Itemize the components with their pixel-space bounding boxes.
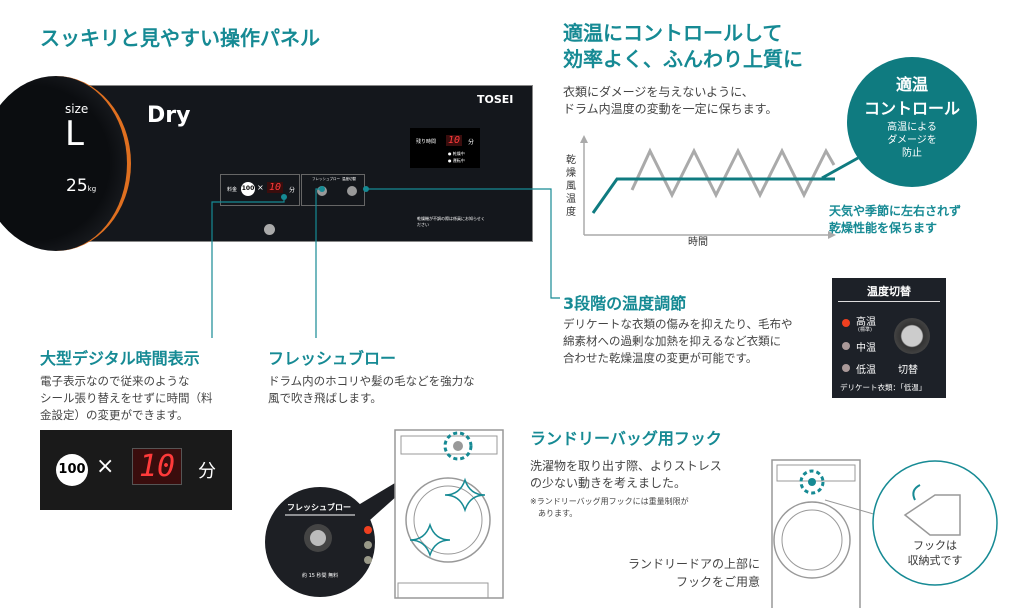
hook-illustration	[771, 459, 998, 608]
minutes-unit: 分	[289, 187, 296, 194]
control-panel: size L 25kg Dry TOSEI 残り時間 10 分 ● 乾燥中 ● …	[0, 76, 533, 251]
minutes-unit: 分	[198, 461, 216, 482]
remaining-unit: 分	[468, 139, 475, 146]
digital-text: 電子表示なので従来のようなシール張り替えをせずに時間（料金設定）の変更ができます…	[40, 374, 213, 422]
digital-minutes: 10	[132, 448, 183, 485]
mid-label: 中温	[856, 343, 876, 354]
digital-heading: 大型デジタル時間表示	[40, 349, 200, 368]
capacity-unit: kg	[87, 185, 97, 193]
mode-label: Dry	[147, 103, 191, 128]
high-label: 高温	[856, 317, 876, 328]
digital-display-image: 100 × 10 分	[40, 430, 232, 510]
temp-text: 衣類にダメージを与えないように、ドラム内温度の変動を一定に保ちます。	[563, 85, 778, 116]
high-led	[842, 319, 850, 327]
section-title-panel: スッキリと見やすい操作パネル	[40, 26, 320, 50]
coin-icon: 100	[56, 454, 88, 486]
low-led	[842, 364, 850, 372]
fresh-heading: フレッシュブロー	[268, 349, 397, 368]
status-drying: ● 乾燥中	[448, 151, 465, 156]
section-title-temp: 適温にコントロールして効率よく、ふんわり上質に	[563, 21, 803, 71]
remaining-value: 10	[446, 135, 463, 146]
fee-display: 料金 100 × 10 分	[220, 174, 300, 206]
size-arc	[0, 76, 131, 251]
switch-button[interactable]	[894, 318, 930, 354]
fresh-zoom-caption: 約 15 秒間 無料	[302, 573, 339, 579]
high-sub: (標準)	[858, 327, 872, 333]
temp-label: 温度切替	[342, 177, 356, 181]
hook-text: 洗濯物を取り出す際、よりストレスの少ない動きを考えました。	[530, 459, 722, 490]
hook-note: ※ランドリーバッグ用フックには重量制限が あります。	[530, 497, 689, 518]
status-running: ● 運転中	[448, 158, 465, 163]
remaining-display: 残り時間 10 分 ● 乾燥中 ● 運転中	[410, 128, 480, 168]
coin-icon: 100	[241, 182, 255, 196]
fresh-text: ドラム内のホコリや髪の毛などを強力な風で吹き飛ばします。	[268, 374, 475, 405]
hook-bubble-text: フックは収納式です	[907, 539, 963, 567]
controlled-temp-line	[591, 177, 835, 214]
switch-label: 切替	[898, 365, 918, 376]
fresh-zoom-label: フレッシュブロー	[287, 503, 351, 512]
times-sign: ×	[96, 454, 115, 479]
chart-xlabel: 時間	[688, 237, 708, 248]
temperature-chart	[580, 135, 836, 239]
times-sign: ×	[257, 183, 264, 192]
hook-heading: ランドリーバッグ用フック	[530, 429, 722, 448]
size-value: L	[65, 114, 84, 154]
temp-heading: 3段階の温度調節	[563, 294, 687, 313]
fresh-label: フレッシュブロー	[312, 177, 340, 181]
uncontrolled-temp-line	[630, 147, 836, 199]
temp-switch-panel: 温度切替 高温 (標準) 中温 低温 切替 デリケート衣類：「低温」	[832, 278, 946, 398]
warning-text: 乾燥機が不調の際は係員にお知らせください	[417, 216, 485, 227]
size-label: size	[65, 102, 89, 116]
temp-switch-button[interactable]	[347, 186, 357, 196]
fee-label: 料金	[227, 187, 238, 193]
hook-caption: ランドリードアの上部にフックをご用意	[627, 557, 760, 589]
low-label: 低温	[856, 365, 876, 376]
stable-note: 天気や季節に左右されず乾燥性能を保ちます	[829, 204, 962, 235]
chart-ylabel: 乾燥風温度	[566, 155, 576, 218]
control-bubble: 適温 コントロール 高温によるダメージを防止	[847, 57, 977, 187]
remaining-label: 残り時間	[416, 139, 437, 145]
minutes-display: 10	[267, 182, 284, 193]
mid-led	[842, 342, 850, 350]
delicate-note: デリケート衣類：「低温」	[840, 383, 927, 392]
capacity: 25	[66, 176, 88, 196]
brand-logo: TOSEI	[477, 93, 514, 106]
temp-panel-title: 温度切替	[838, 283, 940, 302]
bubble-pointer	[821, 156, 859, 180]
temp-detail-text: デリケートな衣類の傷みを抑えたり、毛布や綿素材への過剰な加熱を抑えるなど衣類に合…	[563, 317, 793, 365]
washer-illustration	[265, 429, 504, 599]
coin-slot-key	[264, 224, 275, 235]
